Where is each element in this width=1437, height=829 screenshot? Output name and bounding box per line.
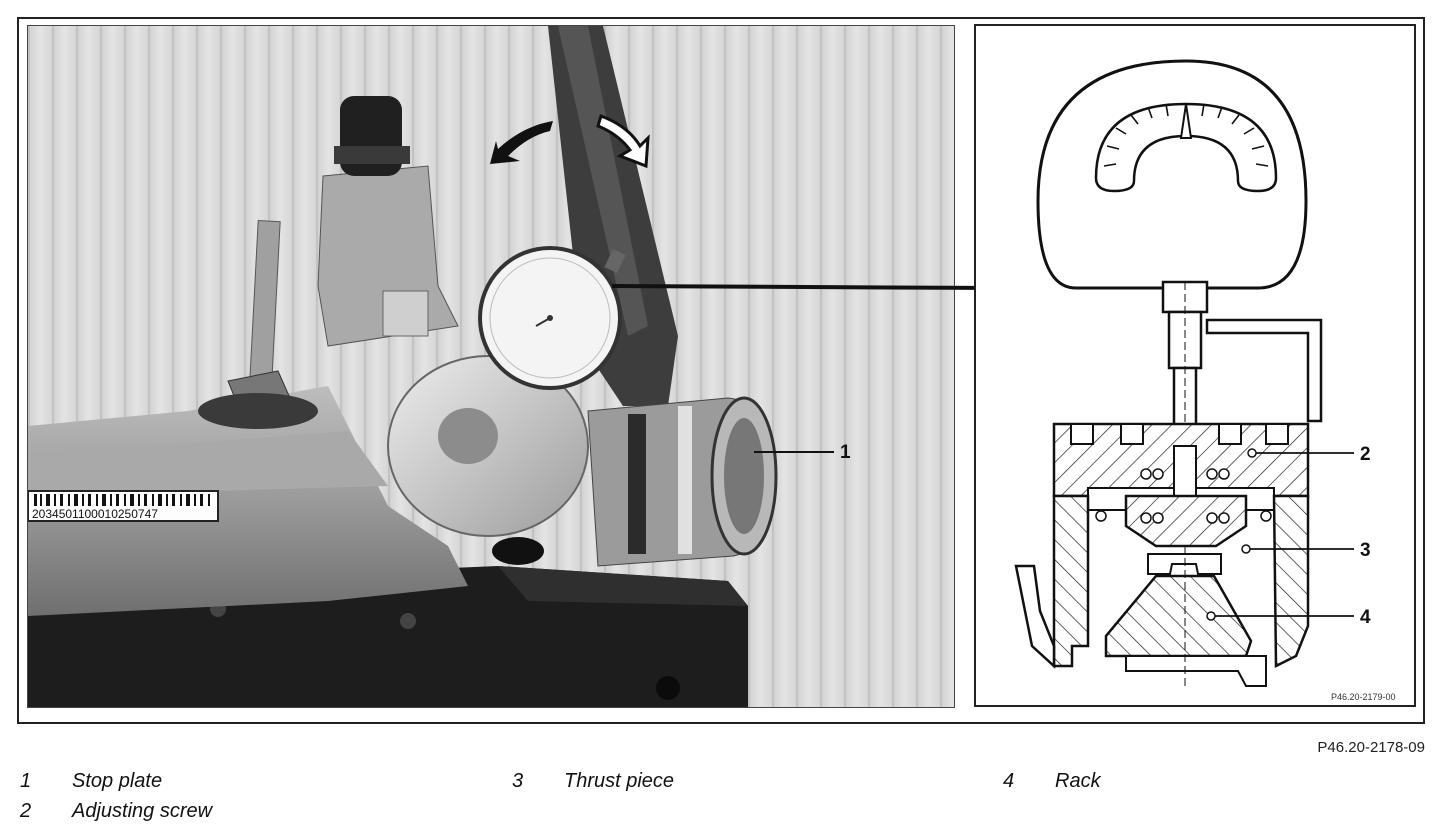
sectional-drawing-panel: 2 3 4 P46.20-2179-00	[974, 24, 1416, 707]
photo-panel: 2034501100010250747 1	[27, 25, 955, 708]
legend-label: Stop plate	[72, 770, 163, 792]
legend-number: 2	[20, 800, 32, 822]
legend-number: 4	[1003, 770, 1015, 792]
drawing-id-label: P46.20-2179-00	[1331, 692, 1396, 702]
curved-arrow-left-icon	[490, 121, 553, 164]
drawing-callout-number-3: 3	[1360, 540, 1371, 561]
legend-number: 1	[20, 770, 32, 792]
legend-label: Thrust piece	[564, 770, 675, 792]
photo-serial-label: 2034501100010250747	[32, 507, 158, 521]
drawing-callout-number-2: 2	[1360, 444, 1371, 465]
legend-label: Rack	[1055, 770, 1101, 792]
photo-callout-number-1: 1	[840, 442, 851, 463]
steering-gear-photo: 2034501100010250747 1	[28, 26, 954, 707]
legend-label: Adjusting screw	[72, 800, 213, 822]
sectional-drawing: 2 3 4 P46.20-2179-00	[1014, 59, 1396, 702]
legend-number: 3	[512, 770, 524, 792]
figure-id-label: P46.20-2178-09	[1317, 739, 1425, 756]
legend: 1 Stop plate 2 Adjusting screw 3 Thrust …	[0, 768, 1437, 828]
drawing-callout-number-4: 4	[1360, 607, 1371, 628]
curved-arrow-right-icon	[596, 114, 650, 169]
